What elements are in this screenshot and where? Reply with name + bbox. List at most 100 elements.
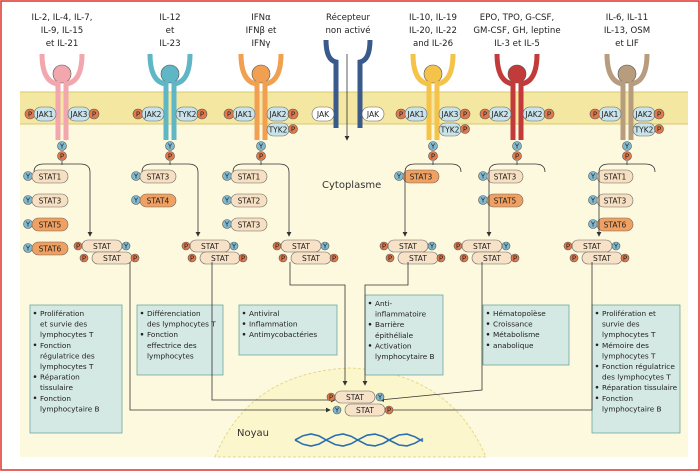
receptor-label-line: IFNγ: [252, 39, 271, 49]
phospho-circle-letter: P: [136, 111, 140, 119]
phospho-circle-letter: P: [332, 255, 336, 263]
phospho-circle-letter: P: [259, 153, 263, 161]
phospho-circle: [622, 151, 632, 161]
cytokine-ligand: [617, 64, 637, 84]
tyrosine-circle-letter: Y: [480, 173, 486, 181]
tyrosine-circle-letter: Y: [25, 245, 31, 253]
phospho-circle-letter: P: [227, 111, 231, 119]
tyrosine-circle: [428, 141, 438, 151]
stat-pill: [230, 169, 268, 184]
receptor-label-line: non activé: [325, 25, 370, 36]
function-text: Métabolisme: [493, 330, 540, 339]
function-box: [29, 304, 123, 434]
receptor-label-line: et: [166, 26, 175, 36]
phospho-circle-letter: P: [200, 111, 204, 119]
bullet: [33, 396, 37, 400]
nuclear-stat-dimer-top-label: STAT: [346, 393, 364, 402]
tyrosine-circle-letter: Y: [503, 243, 509, 251]
phospho-circle: [278, 253, 288, 263]
bullet: [595, 311, 599, 315]
receptor-chain: [262, 53, 284, 140]
tyrosine-circle-letter: Y: [231, 243, 237, 251]
tyrosine-circle-letter: Y: [25, 221, 31, 229]
receptor-chain: [494, 53, 516, 140]
jak-box-label: JAK1: [235, 110, 253, 119]
translocation-path: [384, 262, 593, 413]
cytokine-ligand: [52, 64, 72, 84]
stat-dimer-top-label: STAT: [473, 242, 491, 251]
receptor-label-line: et LIF: [615, 39, 639, 49]
tyrosine-circle-letter: Y: [624, 143, 630, 151]
phospho-circle-letter: P: [190, 255, 194, 263]
phospho-circle-letter: P: [28, 111, 32, 119]
function-text: épithéliale: [375, 331, 414, 340]
bullet: [140, 332, 144, 336]
function-text: Antiviral: [249, 309, 279, 318]
function-text: Fonction: [602, 394, 633, 403]
phospho-circle-letter: P: [399, 111, 403, 119]
phospho-circle: [512, 151, 522, 161]
receptor-label-line: Récepteur: [326, 12, 370, 23]
phospho-circle-letter: P: [76, 243, 80, 251]
phospho-circle: [288, 124, 298, 134]
tyrosine-circle-letter: Y: [59, 143, 65, 151]
connector: [404, 163, 462, 173]
cytokine-ligand: [423, 64, 443, 84]
function-text: effectrice des: [147, 341, 197, 350]
nucleus-label: Noyau: [237, 428, 269, 439]
translocation-path: [129, 262, 331, 413]
function-text: Barrière: [375, 320, 405, 329]
phospho-circle-letter: P: [60, 153, 64, 161]
connector: [141, 163, 199, 173]
phospho-circle: [460, 124, 470, 134]
function-text: tissulaire: [40, 383, 73, 392]
phospho-circle-letter: P: [241, 255, 245, 263]
phospho-circle: [272, 241, 282, 251]
phospho-circle: [459, 253, 469, 263]
connector: [598, 163, 656, 173]
function-text: Hématopoïèse: [493, 309, 546, 318]
stat-pill-label: STAT3: [410, 173, 433, 182]
translocation-path: [289, 262, 348, 386]
phospho-circle: [165, 151, 175, 161]
function-text: Activation: [375, 341, 412, 350]
tyrosine-circle-letter: Y: [613, 243, 619, 251]
translocation-path: [211, 262, 336, 403]
jak-box-label: JAK: [366, 110, 380, 119]
receptor-label-line: IL-6, IL-11: [606, 13, 648, 23]
stat-dimer-bottom-label: STAT: [103, 254, 121, 263]
tyrosine-circle-letter: Y: [224, 221, 230, 229]
phospho-circle: [385, 253, 395, 263]
stat-pill: [139, 193, 177, 208]
jak-box: [141, 106, 165, 122]
bullet: [242, 332, 246, 336]
phospho-circle-letter: P: [515, 153, 519, 161]
tyrosine-circle: [121, 241, 131, 251]
receptor-label-line: IL-13, OSM: [604, 26, 650, 36]
bullet: [33, 375, 37, 378]
dna-strand: [294, 433, 424, 447]
receptor-label-line: EPO, TPO, G-CSF,: [480, 13, 554, 23]
function-text: lymphocytes: [147, 351, 194, 360]
function-text: Anti-: [375, 299, 393, 308]
bullet: [368, 301, 372, 305]
stat-pill: [230, 193, 268, 208]
phospho-circle: [569, 253, 579, 263]
jak-box-label: JAK1: [601, 110, 619, 119]
function-box: [364, 294, 444, 376]
receptor-chain: [604, 53, 626, 140]
phospho-circle-letter: P: [281, 255, 285, 263]
function-text: régulatrice des: [40, 351, 95, 360]
jak-box: [488, 106, 512, 122]
jak-box-label: JAK2: [269, 110, 287, 119]
receptor-label-line: IL-23: [159, 39, 180, 49]
tyrosine-circle-letter: Y: [480, 197, 486, 205]
tyrosine-circle-letter: Y: [430, 143, 436, 151]
function-text: Différenciation: [147, 309, 201, 318]
phospho-circle: [88, 108, 100, 120]
stat-pill-label: STAT5: [39, 221, 62, 230]
phospho-circle-letter: P: [439, 255, 443, 263]
tyrosine-circle-letter: Y: [25, 197, 31, 205]
phospho-circle-letter: P: [463, 126, 467, 134]
